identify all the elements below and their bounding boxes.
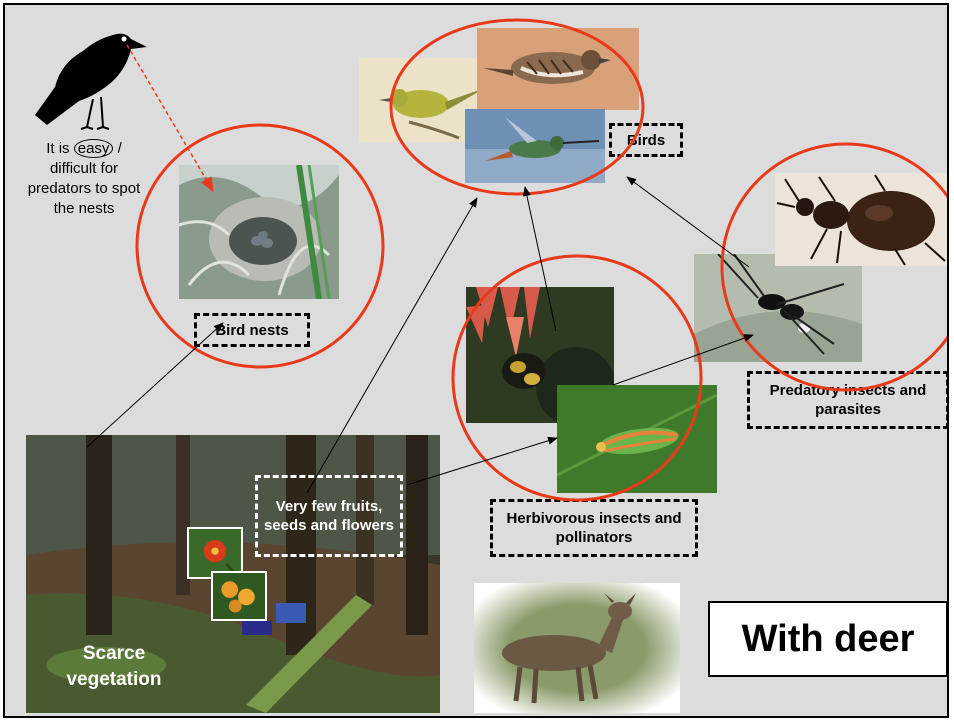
bird-nests-label: Bird nests — [194, 313, 310, 347]
predators-label: Predatory insects and parasites — [747, 371, 949, 429]
slide-canvas: It is easy / difficult for predators to … — [3, 3, 949, 718]
bird-silhouette-icon — [27, 23, 157, 133]
vegetation-label: Scarce vegetation — [49, 641, 179, 693]
wasp-photo — [694, 254, 862, 362]
fruits-label: Very few fruits, seeds and flowers — [255, 475, 403, 557]
nest-visibility-note: It is easy / difficult for predators to … — [25, 139, 143, 219]
leafhopper-photo — [557, 385, 717, 493]
slide-title: With deer — [708, 601, 948, 677]
hummingbird-photo — [465, 109, 605, 183]
birds-label: Birds — [609, 123, 683, 157]
bird-nest-photo — [179, 165, 339, 299]
herbivores-label: Herbivorous insects and pollinators — [490, 499, 698, 557]
sparrow-photo — [477, 28, 639, 110]
note-part-1: It is — [46, 140, 74, 157]
beetle-photo — [775, 173, 949, 266]
berry-photo — [211, 571, 267, 621]
deer-photo — [474, 583, 680, 713]
note-easy-word: easy — [74, 139, 114, 158]
